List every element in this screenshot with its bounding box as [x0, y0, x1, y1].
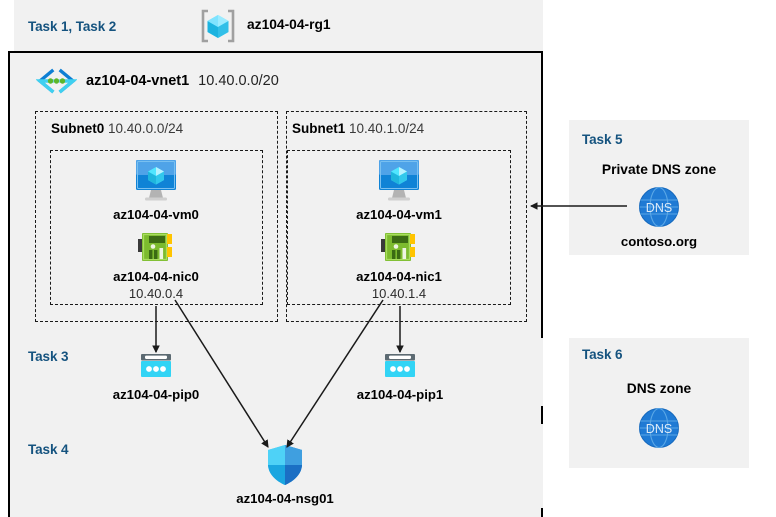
public-ip-address-icon: [381, 352, 419, 382]
resource-group-icon: [199, 8, 237, 44]
resource-group-name: az104-04-rg1: [247, 17, 331, 32]
nic1-label: az104-04-nic1: [356, 269, 442, 284]
node-nic1: az104-04-nic1 10.40.1.4: [319, 230, 479, 302]
task-label-1-2: Task 1, Task 2: [28, 19, 117, 34]
task-label-6: Task 6: [582, 347, 623, 362]
private-dns-zone-heading: Private DNS zone: [601, 162, 717, 177]
node-pip0: az104-04-pip0: [76, 352, 236, 404]
virtual-network-icon: [36, 68, 77, 94]
subnet0-inner-container: [50, 150, 263, 305]
subnet1-name: Subnet1: [292, 121, 346, 136]
node-dns-zone: DNS: [579, 406, 739, 455]
pip0-label: az104-04-pip0: [112, 387, 200, 402]
node-pip1: az104-04-pip1: [320, 352, 480, 404]
subnet0-cidr: 10.40.0.0/24: [108, 121, 184, 136]
task-label-4: Task 4: [28, 442, 69, 457]
subnet1-container: [286, 111, 527, 322]
network-security-group-icon: [266, 444, 304, 486]
node-contoso-org: DNS contoso.org: [579, 185, 739, 251]
network-interface-icon: [379, 230, 419, 264]
nic1-ip: 10.40.1.4: [371, 285, 427, 301]
virtual-network-header: az104-04-vnet1 10.40.0.0/20: [36, 68, 279, 94]
node-vm0: az104-04-vm0: [76, 158, 236, 224]
nic0-ip: 10.40.0.4: [128, 285, 184, 301]
virtual-machine-icon: [375, 158, 423, 202]
virtual-machine-icon: [132, 158, 180, 202]
node-nsg01: az104-04-nsg01: [205, 444, 365, 508]
public-ip-panel: [14, 338, 543, 406]
network-interface-icon: [136, 230, 176, 264]
svg-text:DNS: DNS: [646, 422, 672, 436]
contoso-org-label: contoso.org: [620, 234, 698, 249]
node-nic0: az104-04-nic0 10.40.0.4: [76, 230, 236, 302]
resource-group-panel: [14, 0, 543, 51]
task-label-5: Task 5: [582, 132, 623, 147]
dns-zone-icon: DNS: [637, 406, 681, 450]
dns-zone-heading: DNS zone: [626, 381, 692, 396]
subnet0-name: Subnet0: [51, 121, 105, 136]
nic0-label: az104-04-nic0: [113, 269, 199, 284]
virtual-network-name: az104-04-vnet1: [86, 73, 190, 89]
virtual-network-cidr: 10.40.0.0/20: [198, 73, 279, 89]
task-label-3: Task 3: [28, 349, 69, 364]
subnet1-inner-container: [287, 150, 511, 305]
subnet0-title: Subnet0 10.40.0.0/24: [51, 121, 183, 136]
public-ip-address-icon: [137, 352, 175, 382]
subnet1-cidr: 10.40.1.0/24: [349, 121, 425, 136]
svg-text:DNS: DNS: [646, 201, 672, 215]
node-vm1: az104-04-vm1: [319, 158, 479, 224]
dns-zone-icon: DNS: [637, 185, 681, 229]
vm1-label: az104-04-vm1: [356, 207, 442, 222]
vm0-label: az104-04-vm0: [113, 207, 199, 222]
subnet1-title: Subnet1 10.40.1.0/24: [292, 121, 424, 136]
pip1-label: az104-04-pip1: [356, 387, 444, 402]
nsg01-label: az104-04-nsg01: [236, 491, 334, 506]
